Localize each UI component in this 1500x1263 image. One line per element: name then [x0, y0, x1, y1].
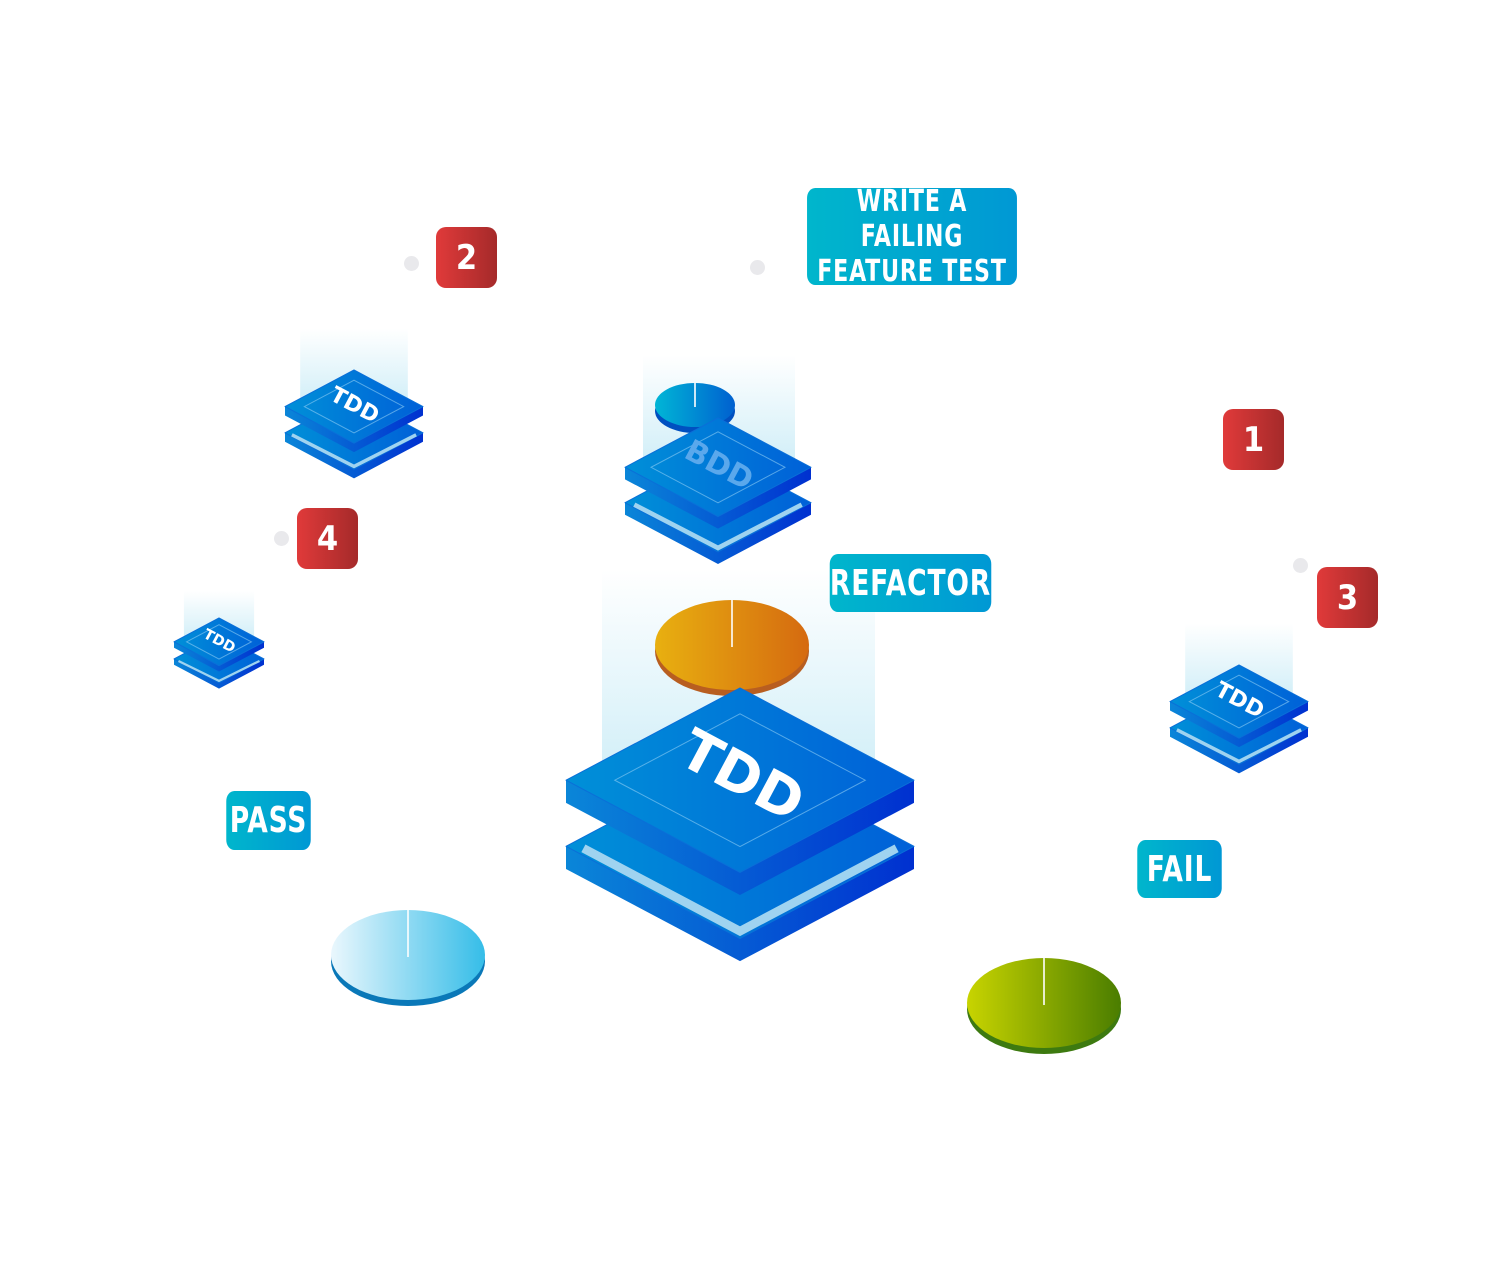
slab-top	[1169, 664, 1309, 739]
tdd-stack-step4: TDD	[173, 591, 265, 689]
glow-strip	[178, 659, 260, 683]
slab-top	[565, 687, 915, 873]
slab-side	[285, 406, 423, 453]
dot	[274, 531, 289, 546]
label-pass: PASS	[226, 791, 311, 850]
inner-frame	[185, 624, 253, 660]
slab-side	[625, 502, 811, 565]
slab-side	[174, 641, 264, 672]
dot	[404, 256, 419, 271]
dot	[1293, 558, 1308, 573]
slab-side	[1170, 701, 1308, 748]
glow-strip	[1176, 728, 1302, 764]
inner-frame	[1188, 674, 1290, 729]
glow-strip	[581, 844, 899, 937]
refactor-disk	[655, 600, 809, 696]
step-badge-3: 3	[1317, 567, 1378, 628]
slab-side	[566, 846, 914, 962]
slab-top	[284, 369, 424, 444]
inner-frame	[613, 713, 867, 848]
fail-disk	[967, 958, 1121, 1054]
glow-strip	[633, 502, 803, 551]
pass-disk	[331, 910, 485, 1006]
step-badge-2: 2	[436, 227, 497, 288]
slab-side	[566, 780, 914, 896]
slab-side	[174, 658, 264, 689]
slab-side	[285, 432, 423, 479]
tdd-main-stack: TDD	[565, 687, 915, 962]
glow-strip	[291, 433, 417, 469]
step-badge-1: 1	[1223, 409, 1284, 470]
inner-frame	[303, 379, 405, 434]
slab-side	[1170, 727, 1308, 774]
tdd-stack-step2: TDD	[284, 328, 424, 479]
tdd-stack-step3: TDD	[1169, 623, 1309, 774]
inner-frame	[649, 431, 787, 504]
slab-top	[624, 417, 812, 518]
slab-side	[625, 467, 811, 529]
slab-top	[173, 617, 265, 667]
bdd-stack: BDD	[624, 417, 812, 565]
label-fail: FAIL	[1137, 840, 1222, 898]
label-refactor: REFACTOR	[829, 554, 992, 612]
dot	[750, 260, 765, 275]
label-write-failing-test: WRITE A FAILING FEATURE TEST	[807, 184, 1017, 289]
step-badge-4: 4	[297, 508, 358, 569]
